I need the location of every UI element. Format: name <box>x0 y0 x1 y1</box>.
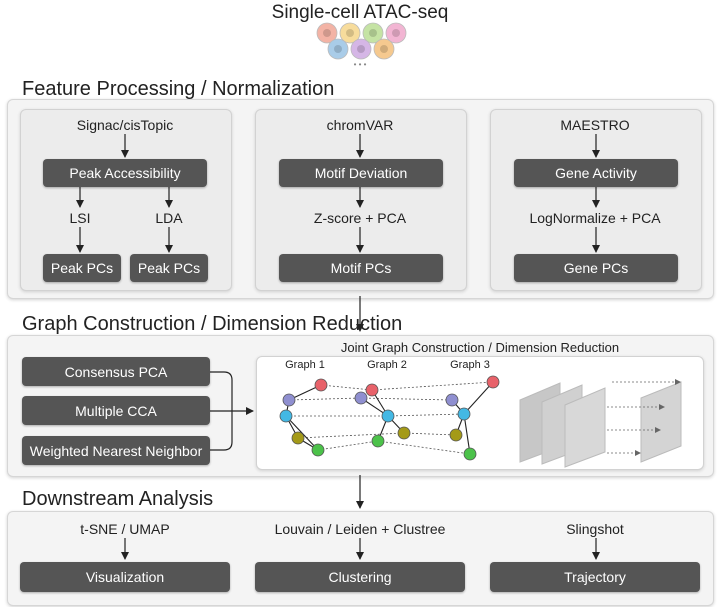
zscore-pca-label: Z-score + PCA <box>313 210 407 226</box>
graph-link-dashed <box>288 397 362 401</box>
slingshot-header: Slingshot <box>566 521 624 537</box>
cell-nucleus-icon <box>380 45 388 53</box>
tsne-umap-header: t-SNE / UMAP <box>80 521 170 537</box>
graph-node <box>445 393 459 407</box>
graph-node <box>371 434 385 448</box>
graph-node <box>463 447 477 461</box>
cell-icon <box>316 22 338 44</box>
cells-ellipsis: • • • <box>353 60 367 69</box>
graph1-label: Graph 1 <box>285 359 325 371</box>
peak-pcs-box-right: Peak PCs <box>130 254 208 282</box>
graph-node <box>365 383 379 397</box>
cell-icon <box>350 38 372 60</box>
graph-link-dashed <box>387 413 465 417</box>
graph-node <box>311 443 325 457</box>
cell-icon <box>362 22 384 44</box>
visualization-box: Visualization <box>20 562 230 592</box>
peak-pcs-box-left: Peak PCs <box>43 254 121 282</box>
layers-illustration <box>519 379 682 468</box>
motif-pcs-box: Motif PCs <box>279 254 443 282</box>
cell-nucleus-icon <box>323 29 331 37</box>
joint-graph-panel <box>256 356 704 470</box>
lda-label: LDA <box>155 210 183 226</box>
weighted-nearest-neighbor-box: Weighted Nearest Neighbor <box>22 436 210 465</box>
lognormalize-pca-label: LogNormalize + PCA <box>529 210 661 226</box>
chromvar-header: chromVAR <box>326 117 394 133</box>
trajectory-box: Trajectory <box>490 562 700 592</box>
consensus-pca-box: Consensus PCA <box>22 357 210 386</box>
graph-edge <box>463 413 471 455</box>
cell-icon <box>339 22 361 44</box>
section2-title: Graph Construction / Dimension Reduction <box>22 313 403 335</box>
peak-accessibility-box: Peak Accessibility <box>43 159 207 187</box>
graph-node <box>282 393 296 407</box>
graph-link-dashed <box>360 397 453 401</box>
graph-link-dashed <box>371 381 494 391</box>
joint-graphs-illustration <box>279 375 500 461</box>
graph-node <box>397 426 411 440</box>
graph2-label: Graph 2 <box>367 359 407 371</box>
cell-icon <box>327 38 349 60</box>
graph-node <box>291 431 305 445</box>
lsi-label: LSI <box>69 210 91 226</box>
graph-node <box>449 428 463 442</box>
graph-link-dashed <box>317 440 379 451</box>
graph-node <box>381 409 395 423</box>
cell-nucleus-icon <box>346 29 354 37</box>
cell-nucleus-icon <box>357 45 365 53</box>
section3-title: Downstream Analysis <box>22 488 214 510</box>
graph-edge <box>285 415 319 451</box>
graph-node <box>486 375 500 389</box>
header-title: Single-cell ATAC-seq <box>271 2 449 23</box>
graph-node <box>354 391 368 405</box>
signac-header: Signac/cisTopic <box>76 117 174 133</box>
cell-nucleus-icon <box>392 29 400 37</box>
cell-nucleus-icon <box>334 45 342 53</box>
louvain-header: Louvain / Leiden + Clustree <box>274 521 446 537</box>
graph-link-dashed <box>403 432 457 436</box>
graph-node <box>279 409 293 423</box>
multiple-cca-box: Multiple CCA <box>22 396 210 425</box>
cells-icon <box>316 22 407 60</box>
cell-icon <box>385 22 407 44</box>
section1-title: Feature Processing / Normalization <box>22 78 335 100</box>
graph-node <box>314 378 328 392</box>
graph-edge <box>463 381 494 415</box>
graph-link-dashed <box>297 432 405 439</box>
cell-icon <box>373 38 395 60</box>
graph-link-dashed <box>320 384 373 391</box>
clustering-box: Clustering <box>255 562 465 592</box>
graph-node <box>457 407 471 421</box>
graph-link-dashed <box>377 440 471 455</box>
motif-deviation-box: Motif Deviation <box>279 159 443 187</box>
maestro-header: MAESTRO <box>560 117 630 133</box>
joint-graph-title: Joint Graph Construction / Dimension Red… <box>340 340 620 355</box>
cell-nucleus-icon <box>369 29 377 37</box>
gene-activity-box: Gene Activity <box>514 159 678 187</box>
gene-pcs-box: Gene PCs <box>514 254 678 282</box>
graph3-label: Graph 3 <box>450 359 490 371</box>
